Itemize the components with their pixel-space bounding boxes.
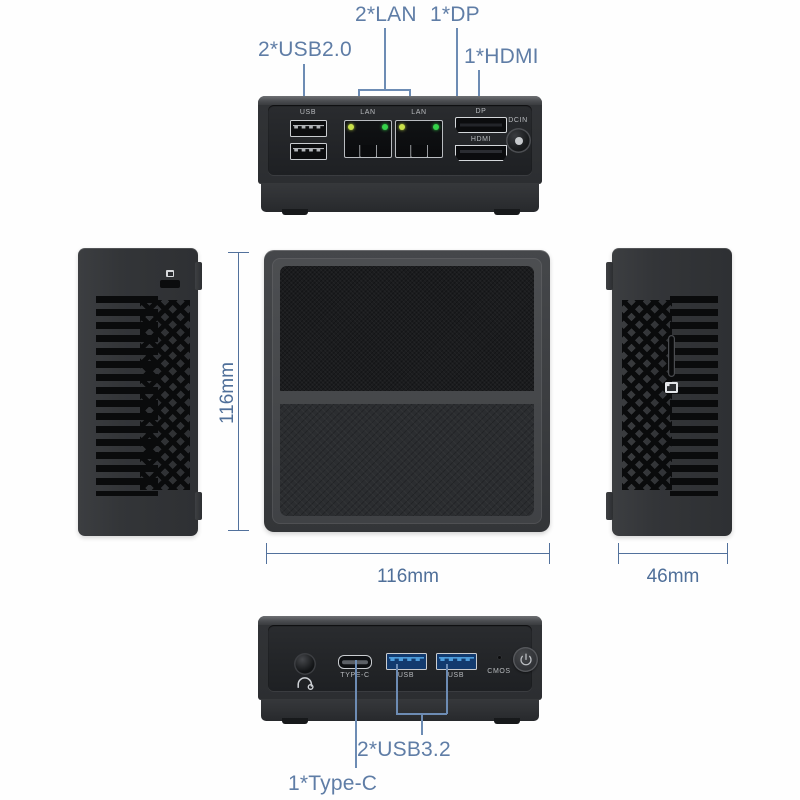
usb-port-upper[interactable]	[290, 120, 327, 137]
front-io-plate: TYPE-C USB USB CMOS	[268, 625, 538, 691]
lan-port-1[interactable]	[344, 120, 392, 158]
usb-port-lower[interactable]	[290, 143, 327, 160]
right-side-tab-bottom	[606, 492, 613, 520]
silk-label-hdmi: HDMI	[470, 136, 492, 143]
left-side-mesh	[140, 300, 190, 490]
dimension-cap-depth-left	[618, 543, 620, 564]
silk-label-dp: DP	[475, 108, 487, 115]
silk-label-lan-1: LAN	[360, 109, 376, 116]
callout-label-hdmi: 1*HDMI	[464, 45, 539, 68]
dimension-cap-depth-right	[727, 543, 729, 564]
dimension-label-width: 116mm	[377, 566, 439, 587]
dimension-line-depth	[618, 553, 728, 555]
callout-label-typec: 1*Type-C	[288, 772, 378, 795]
silk-label-dcin: DCIN	[508, 117, 528, 124]
top-panel-lower-texture	[280, 404, 534, 516]
leader-line-lan-bar	[358, 89, 410, 91]
power-button[interactable]	[513, 647, 538, 672]
dimension-cap-width-right	[549, 543, 551, 564]
lan-led-green-2	[399, 123, 405, 130]
left-side-tab-top	[195, 262, 202, 290]
power-icon	[519, 653, 532, 665]
dimension-cap-height-bottom	[228, 530, 249, 532]
top-panel-upper-texture	[280, 266, 534, 392]
front-foot-right	[494, 718, 520, 724]
headphone-icon	[297, 677, 314, 690]
leader-line-typec	[355, 660, 357, 768]
right-side-vent-slots	[670, 296, 718, 496]
left-side-latch-marker	[166, 270, 174, 277]
front-view: TYPE-C USB USB CMOS	[258, 616, 542, 726]
leader-line-lan-stem	[384, 28, 386, 90]
dimension-cap-width-left	[266, 543, 268, 564]
foot-right	[494, 209, 520, 215]
sd-card-slot[interactable]	[668, 335, 675, 377]
leader-line-usb32-drop-2	[446, 664, 448, 714]
lan-led-amber-1	[382, 123, 388, 130]
lan-tab-1	[359, 145, 377, 158]
leader-line-dp	[456, 28, 458, 110]
lan-led-green-1	[348, 123, 354, 130]
lan-port-2[interactable]	[395, 120, 443, 158]
lan-tab-2	[410, 145, 428, 158]
callout-label-lan: 2*LAN	[355, 3, 417, 26]
rear-body-lower	[261, 183, 539, 212]
audio-jack[interactable]	[294, 653, 316, 675]
left-side-latch	[160, 280, 180, 288]
silk-label-usb3-1: USB	[397, 672, 415, 679]
leader-line-usb2	[303, 64, 305, 104]
top-view-bezel	[272, 258, 542, 524]
leader-line-usb32-stem	[421, 713, 423, 735]
front-body-lower	[261, 699, 539, 721]
dimension-line-width	[266, 553, 550, 555]
usb3-port-1[interactable]	[386, 653, 427, 670]
left-side-tab-bottom	[195, 492, 202, 520]
right-side-mesh	[622, 300, 672, 490]
silk-label-usb3-2: USB	[447, 672, 465, 679]
dimension-label-depth: 46mm	[646, 566, 700, 587]
silk-label-lan-2: LAN	[411, 109, 427, 116]
silk-label-cmos: CMOS	[487, 668, 511, 675]
callout-label-dp: 1*DP	[430, 3, 480, 26]
dc-in-jack[interactable]	[506, 128, 531, 153]
top-view	[264, 250, 550, 532]
dimension-line-height	[238, 252, 240, 530]
dimension-cap-height-top	[228, 252, 249, 254]
rear-io-plate: USB LAN LAN DP HDMI	[268, 105, 532, 175]
callout-label-usb2: 2*USB2.0	[258, 38, 352, 61]
front-foot-left	[282, 718, 308, 724]
leader-line-usb32-drop-1	[396, 664, 398, 714]
dimension-label-height: 116mm	[217, 362, 238, 424]
silk-label-typec: TYPE-C	[340, 672, 369, 679]
lan-led-amber-2	[433, 123, 439, 130]
front-top-edge	[258, 616, 542, 625]
callout-label-usb32: 2*USB3.2	[357, 738, 451, 761]
usb3-port-2[interactable]	[436, 653, 477, 670]
silk-label-usb: USB	[299, 109, 317, 116]
sd-card-icon	[665, 382, 678, 393]
rear-top-edge	[258, 96, 542, 105]
right-side-tab-top	[606, 262, 613, 290]
displayport[interactable]	[455, 117, 507, 133]
hdmi-port[interactable]	[455, 145, 507, 161]
cmos-reset[interactable]	[497, 655, 502, 660]
foot-left	[282, 209, 308, 215]
rear-view: USB LAN LAN DP HDMI	[258, 96, 542, 218]
